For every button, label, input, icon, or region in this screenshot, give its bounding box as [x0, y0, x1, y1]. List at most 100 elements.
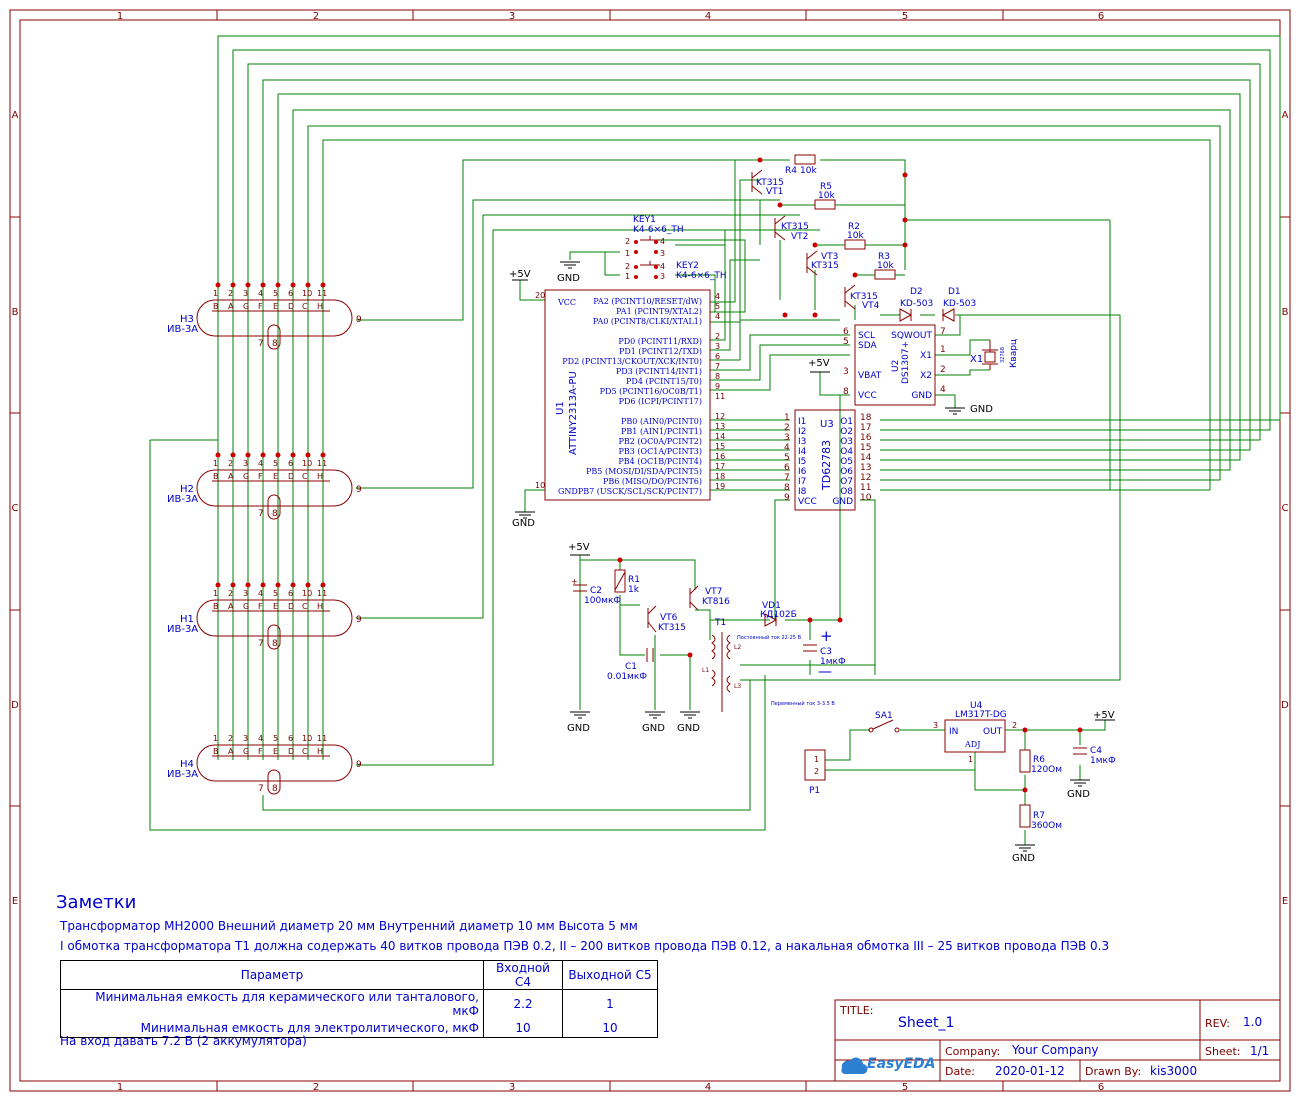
- svg-text:2: 2: [625, 262, 630, 271]
- tube-value: ИВ-3А: [167, 769, 198, 780]
- tube-pin: 8: [272, 339, 278, 349]
- svg-text:3: 3: [784, 433, 790, 443]
- svg-text:3: 3: [243, 589, 248, 598]
- tube-pin: 7: [258, 339, 264, 349]
- svg-text:0.01мкФ: 0.01мкФ: [607, 672, 647, 682]
- svg-text:D: D: [288, 602, 294, 611]
- svg-text:+5V: +5V: [808, 358, 830, 369]
- svg-text:GND: GND: [558, 487, 578, 496]
- svg-text:13: 13: [715, 422, 725, 431]
- tube-ref: H2: [180, 484, 194, 495]
- svg-text:12: 12: [715, 412, 725, 421]
- capacitor-c1: C1 0.01мкФ: [607, 648, 654, 682]
- svg-text:10k: 10k: [877, 261, 894, 271]
- svg-text:7: 7: [715, 362, 720, 371]
- svg-text:L3: L3: [734, 683, 741, 690]
- svg-text:D: D: [288, 747, 294, 756]
- table-cell: Минимальная емкость для электролитическо…: [60, 1018, 484, 1038]
- svg-text:3: 3: [715, 342, 720, 351]
- svg-text:14: 14: [860, 453, 872, 463]
- crystal-freq: 32768: [1000, 347, 1006, 363]
- col-label: 2: [313, 11, 319, 22]
- svg-text:PD5 (PCINT16/OC0B/T1): PD5 (PCINT16/OC0B/T1): [600, 387, 702, 396]
- rev-value: 1.0: [1243, 1015, 1263, 1029]
- svg-text:R3: R3: [878, 252, 890, 262]
- svg-text:8: 8: [715, 372, 720, 381]
- svg-text:8: 8: [843, 387, 849, 397]
- svg-text:11: 11: [860, 483, 871, 493]
- svg-text:O2: O2: [840, 427, 853, 437]
- svg-text:SQWOUT: SQWOUT: [891, 331, 932, 341]
- crystal-ref: X1: [970, 354, 983, 365]
- tube-value: ИВ-3А: [167, 324, 198, 335]
- svg-text:4: 4: [660, 237, 665, 246]
- svg-text:G: G: [243, 602, 249, 611]
- svg-text:4: 4: [258, 289, 263, 298]
- svg-text:F: F: [258, 602, 263, 611]
- svg-text:KT315: KT315: [756, 178, 784, 188]
- segment-bus-wires: [149, 35, 1281, 845]
- svg-text:O8: O8: [840, 487, 853, 497]
- company-value: Your Company: [1012, 1043, 1099, 1057]
- note-windings: I обмотка трансформатора Т1 должна содер…: [60, 939, 1110, 953]
- connector-p1: 1 2 P1: [804, 749, 826, 796]
- svg-text:2: 2: [1012, 721, 1017, 730]
- svg-text:GND: GND: [677, 723, 700, 734]
- u2-ds1307: U2 DS1307+ SCL SDA VBAT VCC SQWOUT X1 X2…: [843, 324, 946, 406]
- svg-text:17: 17: [715, 462, 725, 471]
- capacitance-table: Параметр Входной C4 Выходной C5 Минималь…: [60, 960, 658, 1038]
- svg-text:R5: R5: [820, 182, 832, 192]
- svg-text:PB3 (OC1A/PCINT3): PB3 (OC1A/PCINT3): [619, 447, 702, 456]
- svg-text:1: 1: [625, 272, 630, 281]
- svg-text:4: 4: [715, 292, 720, 301]
- svg-text:15: 15: [860, 443, 871, 453]
- svg-text:4: 4: [258, 459, 263, 468]
- resistor-r3: R3 10k: [874, 252, 896, 280]
- svg-text:C: C: [302, 602, 308, 611]
- svg-text:2: 2: [228, 289, 233, 298]
- svg-text:5: 5: [273, 459, 278, 468]
- easyeda-logo: EasyEDA: [841, 1056, 936, 1075]
- frame-labels: 1 2 3 4 5 6 1 2 3 4 5 6 A B C D E A B C …: [11, 11, 1289, 1093]
- svg-text:6: 6: [288, 589, 293, 598]
- row-label: D: [1281, 700, 1289, 711]
- svg-text:D2: D2: [910, 287, 923, 297]
- date-label: Date:: [945, 1065, 975, 1078]
- svg-text:2: 2: [228, 589, 233, 598]
- tube-pin: 9: [356, 615, 362, 625]
- svg-text:PD1 (PCINT12/TXD): PD1 (PCINT12/TXD): [619, 347, 702, 356]
- svg-text:IN: IN: [949, 727, 958, 737]
- svg-text:K4-6×6_TH: K4-6×6_TH: [633, 225, 684, 235]
- svg-text:E: E: [273, 472, 278, 481]
- svg-text:4: 4: [258, 589, 263, 598]
- tube-pin: 8: [272, 784, 278, 794]
- svg-text:KD-503: KD-503: [943, 299, 976, 309]
- svg-text:KT315: KT315: [658, 623, 686, 633]
- sheet-title: Sheet_1: [898, 1015, 955, 1031]
- u1-ref: U1: [555, 401, 566, 415]
- svg-text:PD0 (PCINT11/RXD): PD0 (PCINT11/RXD): [618, 337, 702, 346]
- svg-text:B: B: [213, 472, 219, 481]
- svg-text:10: 10: [302, 734, 312, 743]
- capacitor-c2: + C2 100мкФ: [571, 577, 621, 606]
- svg-text:1мкФ: 1мкФ: [820, 657, 846, 667]
- svg-text:B: B: [213, 302, 219, 311]
- svg-text:H: H: [317, 302, 323, 311]
- svg-text:6: 6: [784, 463, 790, 473]
- svg-text:2: 2: [940, 365, 946, 375]
- svg-text:1: 1: [213, 289, 218, 298]
- svg-text:11: 11: [317, 459, 327, 468]
- svg-text:Постоянный ток 22-25 В: Постоянный ток 22-25 В: [737, 634, 802, 641]
- svg-text:B: B: [213, 747, 219, 756]
- svg-text:PA1 (PCINT9/XTAL2): PA1 (PCINT9/XTAL2): [616, 307, 702, 316]
- svg-text:3: 3: [660, 249, 665, 258]
- diode-d1: D1 KD-503: [941, 287, 976, 322]
- svg-text:17: 17: [860, 423, 871, 433]
- sheet-frame: [9, 9, 1291, 1092]
- svg-text:E: E: [273, 602, 278, 611]
- svg-text:VCC: VCC: [858, 391, 877, 401]
- sheet-value: 1/1: [1250, 1044, 1270, 1058]
- svg-text:OUT: OUT: [983, 727, 1003, 737]
- title-block: [834, 999, 1281, 1082]
- svg-text:10: 10: [302, 289, 312, 298]
